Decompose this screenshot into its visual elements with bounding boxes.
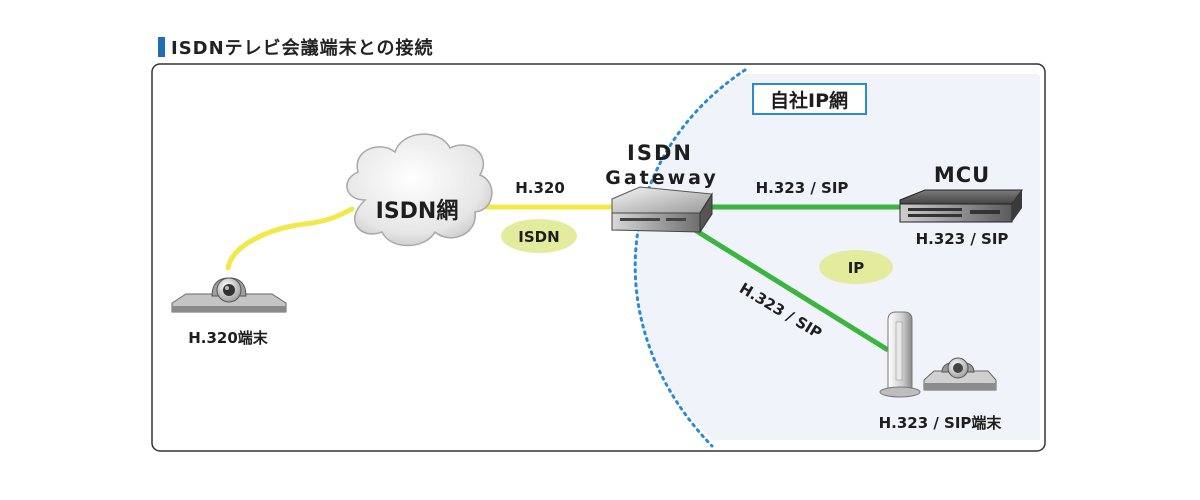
sip-camera-icon — [923, 357, 997, 391]
isdn-line-terminal — [225, 206, 355, 271]
mcu-device-icon — [899, 189, 1023, 223]
title-accent-bar — [158, 37, 165, 57]
mcu-protocol-label: H.323 / SIP — [916, 230, 1009, 248]
sip-display-tower-icon — [879, 311, 921, 398]
ip-badge-label: IP — [848, 259, 865, 277]
gateway-device-icon — [611, 186, 713, 234]
isdn-badge-label: ISDN — [518, 228, 559, 246]
gateway-label-line1: ISDN — [627, 141, 693, 165]
isdn-badge — [501, 219, 577, 253]
gateway-label-line2: Gateway — [605, 167, 719, 189]
isdn-protocol-label: H.320 — [515, 179, 565, 197]
ip-line-sip-terminal — [693, 227, 890, 353]
isdn-cloud-label: ISDN網 — [376, 198, 459, 224]
h320-terminal-icon — [171, 277, 287, 313]
title-text: ISDNテレビ会議端末との接続 — [171, 38, 434, 59]
sip-terminal-label: H.323 / SIP端末 — [879, 414, 1003, 432]
h320-terminal-label: H.320端末 — [188, 329, 269, 347]
ip-zone-dashed-boundary — [633, 68, 747, 448]
ip-zone-label: 自社IP網 — [770, 89, 848, 112]
isdn-cloud-icon — [346, 133, 493, 247]
ip-zone-label-box — [752, 83, 867, 115]
ip-badge — [819, 250, 893, 284]
diagram-title: ISDNテレビ会議端末との接続 — [158, 36, 434, 59]
gw-mcu-protocol-label: H.323 / SIP — [756, 179, 849, 197]
mcu-label: MCU — [934, 163, 990, 187]
